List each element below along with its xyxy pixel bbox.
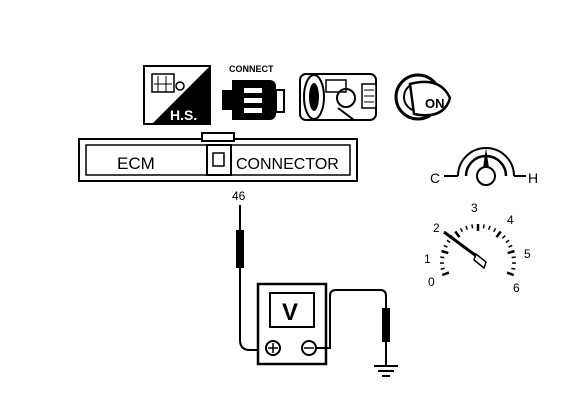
positive-probe xyxy=(236,205,268,351)
tach-tick xyxy=(501,234,506,239)
tach-tick xyxy=(443,244,448,248)
tach-tick xyxy=(471,224,474,229)
hs-label: H.S. xyxy=(170,107,197,123)
distributor-icon xyxy=(299,73,377,121)
tach-tick xyxy=(441,249,449,255)
connect-icon: CONNECT xyxy=(222,64,285,120)
tach-tick xyxy=(505,239,510,244)
ecm-connector: ECM CONNECTOR xyxy=(78,132,358,182)
tach-tick xyxy=(440,267,445,270)
tach-tick xyxy=(465,225,469,230)
ignition-on-label: ON xyxy=(425,96,445,111)
tach-tick xyxy=(511,256,516,259)
tach-tick xyxy=(507,249,515,255)
tach-label-6: 6 xyxy=(513,281,520,295)
tach-tick xyxy=(454,230,461,238)
ground-icon xyxy=(374,365,398,377)
tach-label-2: 2 xyxy=(433,221,440,235)
tach-tick xyxy=(440,256,445,259)
tach-tick xyxy=(459,227,463,233)
tach-tick xyxy=(511,267,516,270)
tach-tick xyxy=(493,227,497,233)
tach-label-4: 4 xyxy=(507,213,514,227)
hot-label: H xyxy=(528,170,538,186)
terminal-number-label: 46 xyxy=(232,189,246,203)
cold-label: C xyxy=(430,170,440,186)
voltmeter-symbol: V xyxy=(282,299,298,326)
ignition-key-on-icon: ON xyxy=(394,73,452,121)
tach-label-1: 1 xyxy=(424,252,431,266)
tach-tick xyxy=(441,271,450,277)
tach-label-5: 5 xyxy=(524,247,531,261)
temperature-needle xyxy=(483,148,489,168)
tachometer-needle xyxy=(443,230,487,270)
negative-probe xyxy=(316,289,390,366)
tach-label-0: 0 xyxy=(428,275,435,289)
voltmeter: V xyxy=(256,282,328,366)
tach-tick xyxy=(506,271,515,277)
hot-soak-icon: H.S. xyxy=(143,65,211,125)
tach-tick xyxy=(487,225,491,230)
connect-label: CONNECT xyxy=(229,64,274,74)
temperature-gauge: C H xyxy=(430,147,538,186)
connector-label: CONNECTOR xyxy=(236,156,339,173)
tach-label-3: 3 xyxy=(471,201,478,215)
tachometer-scale xyxy=(439,224,517,277)
tachometer: 0 1 2 3 4 5 6 xyxy=(424,201,531,295)
ecm-label: ECM xyxy=(117,154,155,173)
negative-terminal-icon xyxy=(301,340,317,356)
tach-tick xyxy=(508,244,513,248)
tach-tick xyxy=(495,230,502,238)
positive-terminal-icon xyxy=(265,340,281,356)
tach-tick xyxy=(446,239,451,244)
tach-tick xyxy=(482,224,485,229)
